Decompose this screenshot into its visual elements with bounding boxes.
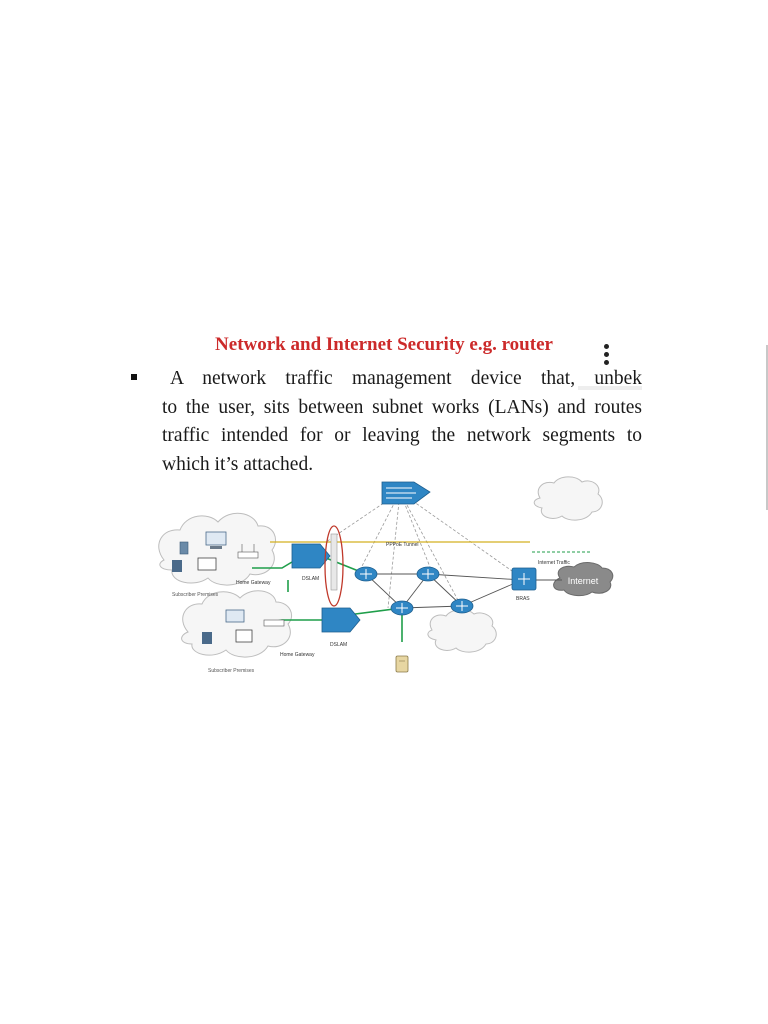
bras-icon: BRAS <box>511 567 537 602</box>
subscriber-premises-1-label: Subscriber Premises <box>172 592 219 598</box>
bullet-line-2: to the user, sits between subnet works (… <box>162 396 642 418</box>
slide-title: Network and Internet Security e.g. route… <box>215 334 553 355</box>
server-icon <box>395 655 409 673</box>
home-gateway-2-label: Home Gateway <box>280 652 315 658</box>
router-icon <box>450 598 474 614</box>
home-gateway-1-label: Home Gateway <box>236 580 271 586</box>
bullet-paragraph: A network traffic management device that… <box>162 365 642 479</box>
dslam-icon: DSLAM <box>291 543 331 582</box>
internet-traffic-label: Internet Traffic <box>538 560 570 566</box>
tv-icon <box>235 629 253 643</box>
router-icon <box>416 566 440 582</box>
menu-overlay-strip <box>578 386 642 390</box>
internet-cloud-icon: Internet <box>553 562 614 597</box>
subscriber-premises-2-label: Subscriber Premises <box>208 668 255 674</box>
internet-label: Internet <box>568 576 599 586</box>
dslam-1-label: DSLAM <box>302 576 319 582</box>
home-gateway-icon: Home Gateway <box>263 619 315 658</box>
computer-icon <box>179 541 189 555</box>
dslam-icon: DSLAM <box>321 607 361 648</box>
bullet-marker <box>131 374 137 380</box>
firewall-device-icon <box>330 533 338 591</box>
computer-icon <box>205 531 227 549</box>
highlight-ellipse <box>324 525 344 607</box>
dashed-links <box>325 491 523 609</box>
phone-icon <box>202 632 212 644</box>
router-icon <box>354 566 378 582</box>
cloud-icon <box>158 512 276 586</box>
pppoe-tunnel-label: PPPoE Tunnel <box>386 542 419 548</box>
phone-icon <box>172 560 182 572</box>
tv-icon <box>197 557 217 571</box>
kebab-menu-icon[interactable] <box>598 344 614 370</box>
home-gateway-icon: Home Gateway <box>236 544 271 586</box>
dslam-2-label: DSLAM <box>330 642 347 648</box>
bullet-line-3: traffic intended for or leaving the netw… <box>162 425 642 446</box>
network-diagram: Internet <box>158 476 614 674</box>
cloud-icon <box>427 609 497 653</box>
bullet-line-4: which it’s attached. <box>162 453 314 475</box>
router-icon <box>390 600 414 616</box>
aggregation-switch-icon <box>381 481 431 505</box>
cloud-icon <box>533 476 603 521</box>
scroll-edge <box>766 345 768 510</box>
bullet-line-1: A network traffic management device that… <box>170 368 642 389</box>
computer-icon <box>225 609 245 623</box>
bras-label: BRAS <box>516 596 530 602</box>
